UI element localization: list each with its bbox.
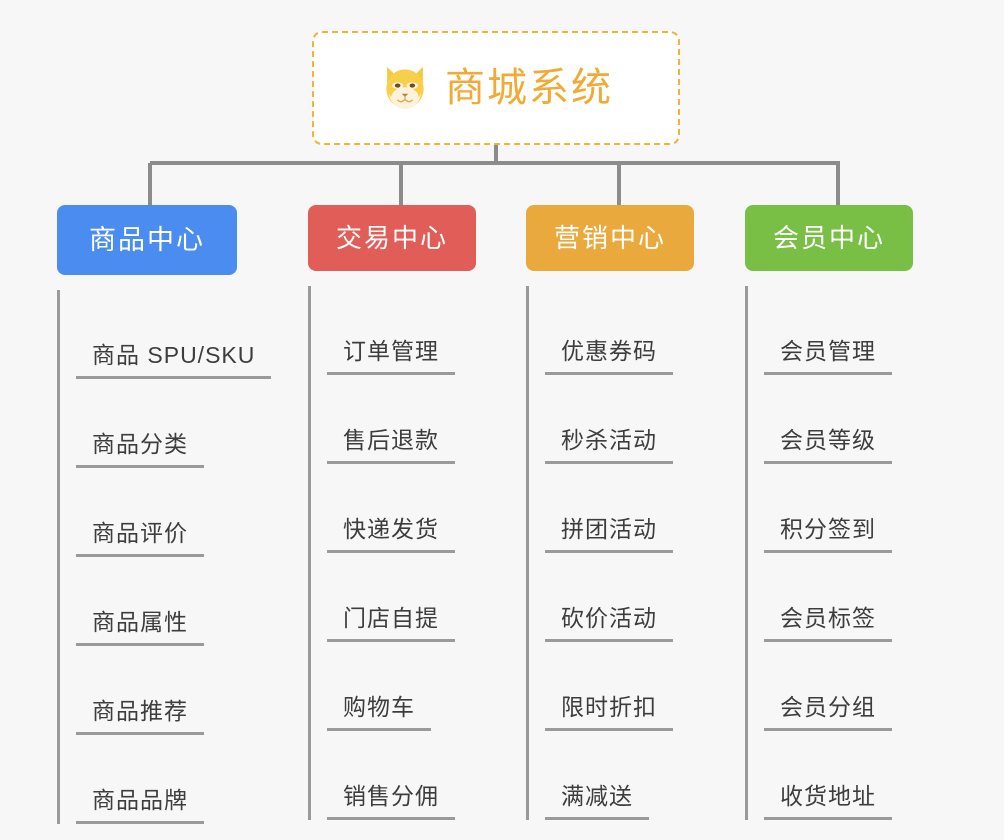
- leaf-list-member: 会员管理 会员等级 积分签到 会员标签 会员分组 收货地址: [745, 286, 995, 820]
- leaf-list-trade: 订单管理 售后退款 快递发货 门店自提 购物车 销售分佣: [308, 286, 558, 820]
- leaf-label: 商品品牌: [76, 789, 204, 824]
- list-item[interactable]: 限时折扣: [545, 642, 776, 731]
- list-item[interactable]: 优惠券码: [545, 286, 776, 375]
- category-box-marketing[interactable]: 营销中心: [526, 205, 695, 271]
- connector-drop-1: [399, 163, 403, 208]
- connector-drop-0: [148, 163, 152, 208]
- list-item[interactable]: 购物车: [327, 642, 558, 731]
- leaf-label: 会员标签: [764, 607, 892, 642]
- leaf-label: 销售分佣: [327, 785, 455, 820]
- list-item[interactable]: 满减送: [545, 731, 776, 820]
- list-item[interactable]: 商品分类: [76, 379, 307, 468]
- branch-column-trade: 交易中心 订单管理 售后退款 快递发货 门店自提 购物车 销售分佣: [308, 205, 558, 820]
- list-item[interactable]: 售后退款: [327, 375, 558, 464]
- leaf-label: 砍价活动: [545, 607, 673, 642]
- leaf-label: 订单管理: [327, 340, 455, 375]
- leaf-label: 门店自提: [327, 607, 455, 642]
- branch-column-marketing: 营销中心 优惠券码 秒杀活动 拼团活动 砍价活动 限时折扣 满减送: [526, 205, 776, 820]
- list-item[interactable]: 商品品牌: [76, 735, 307, 824]
- leaf-label: 商品推荐: [76, 700, 204, 735]
- leaf-label: 收货地址: [764, 785, 892, 820]
- category-box-product[interactable]: 商品中心: [57, 205, 237, 275]
- connector-root-stem: [494, 145, 498, 163]
- leaf-label: 商品分类: [76, 433, 204, 468]
- leaf-label: 拼团活动: [545, 518, 673, 553]
- leaf-label: 购物车: [327, 696, 431, 731]
- list-item[interactable]: 拼团活动: [545, 464, 776, 553]
- list-item[interactable]: 积分签到: [764, 464, 995, 553]
- category-box-trade[interactable]: 交易中心: [308, 205, 477, 271]
- category-box-member[interactable]: 会员中心: [745, 205, 914, 271]
- branch-column-member: 会员中心 会员管理 会员等级 积分签到 会员标签 会员分组 收货地址: [745, 205, 995, 820]
- leaf-label: 满减送: [545, 785, 649, 820]
- leaf-label: 商品评价: [76, 522, 204, 557]
- list-item[interactable]: 商品属性: [76, 557, 307, 646]
- leaf-list-marketing: 优惠券码 秒杀活动 拼团活动 砍价活动 限时折扣 满减送: [526, 286, 776, 820]
- connector-drop-2: [617, 163, 621, 208]
- leaf-label: 售后退款: [327, 429, 455, 464]
- list-item[interactable]: 砍价活动: [545, 553, 776, 642]
- list-item[interactable]: 收货地址: [764, 731, 995, 820]
- connector-horizontal-bus: [150, 161, 840, 165]
- leaf-label: 秒杀活动: [545, 429, 673, 464]
- list-item[interactable]: 会员分组: [764, 642, 995, 731]
- list-item[interactable]: 门店自提: [327, 553, 558, 642]
- branch-column-product: 商品中心 商品 SPU/SKU 商品分类 商品评价 商品属性 商品推荐 商品品牌: [57, 205, 307, 824]
- leaf-label: 商品 SPU/SKU: [76, 344, 272, 379]
- leaf-label: 优惠券码: [545, 340, 673, 375]
- list-item[interactable]: 会员标签: [764, 553, 995, 642]
- list-item[interactable]: 会员管理: [764, 286, 995, 375]
- shiba-dog-face-icon: [386, 66, 424, 110]
- list-item[interactable]: 会员等级: [764, 375, 995, 464]
- list-item[interactable]: 快递发货: [327, 464, 558, 553]
- list-item[interactable]: 秒杀活动: [545, 375, 776, 464]
- connector-drop-3: [836, 163, 840, 208]
- leaf-label: 积分签到: [764, 518, 892, 553]
- root-node[interactable]: 商城系统: [312, 31, 680, 145]
- leaf-label: 会员分组: [764, 696, 892, 731]
- list-item[interactable]: 商品评价: [76, 468, 307, 557]
- leaf-label: 会员等级: [764, 429, 892, 464]
- leaf-label: 快递发货: [327, 518, 455, 553]
- list-item[interactable]: 商品 SPU/SKU: [76, 290, 307, 379]
- leaf-label: 会员管理: [764, 340, 892, 375]
- list-item[interactable]: 订单管理: [327, 286, 558, 375]
- list-item[interactable]: 销售分佣: [327, 731, 558, 820]
- leaf-label: 商品属性: [76, 611, 204, 646]
- root-title: 商城系统: [445, 66, 613, 110]
- leaf-label: 限时折扣: [545, 696, 673, 731]
- list-item[interactable]: 商品推荐: [76, 646, 307, 735]
- leaf-list-product: 商品 SPU/SKU 商品分类 商品评价 商品属性 商品推荐 商品品牌: [57, 290, 307, 824]
